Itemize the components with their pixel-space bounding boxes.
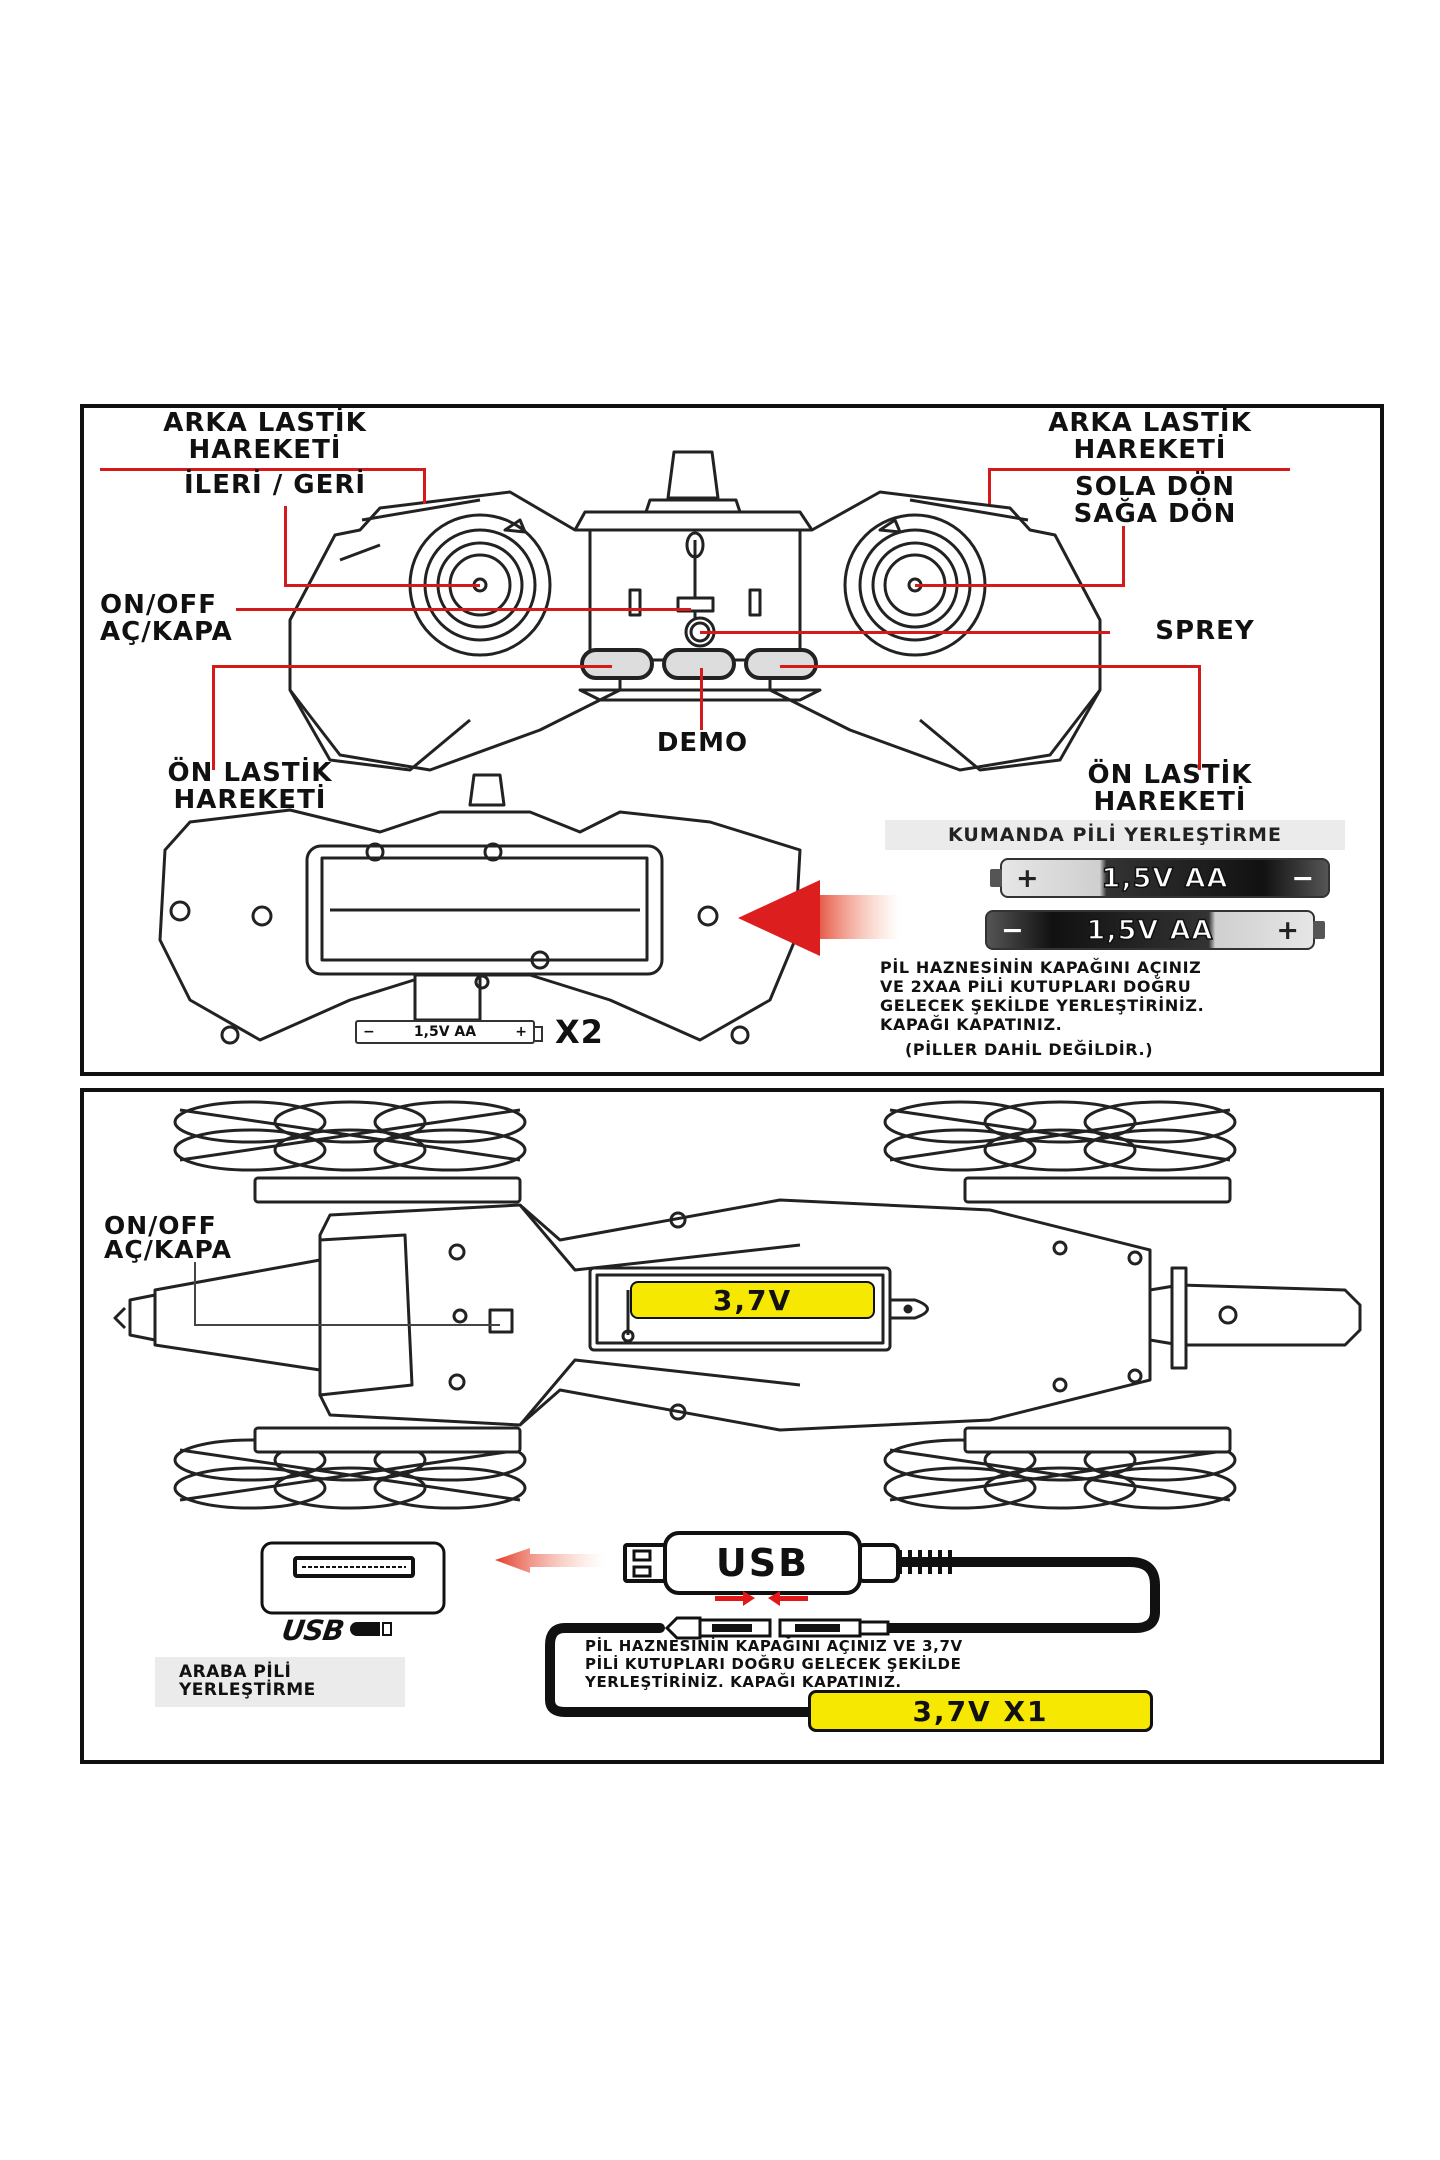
plus-icon: + (1016, 862, 1039, 894)
battery-terminal (535, 1026, 543, 1042)
label-car-on-off: ON/OFF AÇ/KAPA (104, 1211, 232, 1264)
callout-line (212, 665, 612, 668)
label-turn-left-right: SOLA DÖN SAĞA DÖN (1073, 472, 1237, 529)
car-battery-banner-text: ARABA PİLİ YERLEŞTİRME (179, 1662, 316, 1700)
usb-logo-plug-icon (350, 1622, 380, 1636)
insert-arrow-head (738, 880, 820, 956)
label-front-wheel-left: ÖN LASTİK HAREKETİ (167, 758, 333, 815)
usb-insert-arrow (495, 1548, 605, 1573)
usb-cable-label: USB (715, 1541, 810, 1585)
wheel-bottom-left (173, 1438, 527, 1510)
battery-terminal (990, 869, 1002, 887)
wheel-top-left (173, 1100, 527, 1172)
battery-voltage-label: 1,5V AA (1086, 914, 1214, 947)
label-spray: SPREY (1155, 616, 1255, 646)
callout-line (988, 468, 991, 504)
compartment-battery-label: 1,5V AA (413, 1024, 477, 1040)
wheel-top-right (883, 1100, 1237, 1172)
plus-icon: + (515, 1024, 527, 1040)
car-on-off-callout-line (194, 1262, 500, 1326)
callout-line (100, 468, 425, 471)
car-battery-voltage: 3,7V (712, 1283, 793, 1317)
callout-line (236, 608, 691, 611)
callout-line (1198, 665, 1201, 770)
callout-line (1122, 526, 1125, 586)
car-illustration (113, 1100, 1362, 1717)
wheel-bottom-right (883, 1438, 1237, 1510)
car-battery-quantity: 3,7V X1 (808, 1690, 1153, 1732)
remote-battery-banner-text: KUMANDA PİLİ YERLEŞTİRME (948, 824, 1282, 846)
usb-logo-plug-tip-icon (382, 1622, 392, 1636)
minus-icon: − (363, 1024, 375, 1040)
callout-line (212, 665, 215, 770)
battery-terminal (1313, 921, 1325, 939)
label-on-off: ON/OFF AÇ/KAPA (100, 590, 233, 647)
remote-controller-illustration (158, 450, 1102, 1045)
callout-line (284, 506, 287, 586)
callout-line (423, 468, 426, 504)
battery-quantity: X2 (555, 1013, 604, 1051)
label-rear-wheel-left: ARKA LASTİK HAREKETİ (163, 408, 367, 465)
compartment-battery-icon: − 1,5V AA + (355, 1020, 535, 1044)
battery-voltage-label: 1,5V AA (1101, 862, 1229, 895)
minus-icon: − (1001, 914, 1024, 946)
label-rear-wheel-right: ARKA LASTİK HAREKETİ (1048, 408, 1252, 465)
remote-battery-banner: KUMANDA PİLİ YERLEŞTİRME (885, 820, 1345, 850)
callout-line (990, 468, 1290, 471)
callout-line (780, 665, 1200, 668)
callout-line (284, 584, 480, 587)
car-battery-label: 3,7V (630, 1281, 875, 1319)
label-forward-backward: İLERİ / GERİ (183, 470, 367, 500)
minus-icon: − (1291, 862, 1314, 894)
usb-cable (885, 1557, 1160, 1633)
connect-arrow-left (780, 1596, 808, 1601)
label-front-wheel-right: ÖN LASTİK HAREKETİ (1087, 760, 1253, 817)
car-battery-quantity-text: 3,7V X1 (912, 1694, 1049, 1728)
plus-icon: + (1276, 914, 1299, 946)
car-battery-instructions: PİL HAZNESİNİN KAPAĞINI AÇINIZ VE 3,7V P… (585, 1637, 963, 1691)
insert-arrow-tail (810, 895, 900, 939)
car-battery-banner: ARABA PİLİ YERLEŞTİRME (155, 1657, 405, 1707)
remote-battery-instructions: PİL HAZNESİNİN KAPAĞINI AÇINIZ VE 2XAA P… (880, 958, 1205, 1034)
aa-battery-1: + 1,5V AA − (1000, 858, 1330, 898)
label-demo: DEMO (656, 728, 749, 758)
callout-line (700, 668, 703, 730)
aa-battery-2: − 1,5V AA + (985, 910, 1315, 950)
connect-arrow-right (715, 1596, 743, 1601)
batteries-not-included-note: (PİLLER DAHİL DEĞİLDİR.) (905, 1040, 1154, 1059)
usb-cable (545, 1623, 815, 1717)
callout-line (700, 631, 1110, 634)
callout-line (915, 584, 1125, 587)
